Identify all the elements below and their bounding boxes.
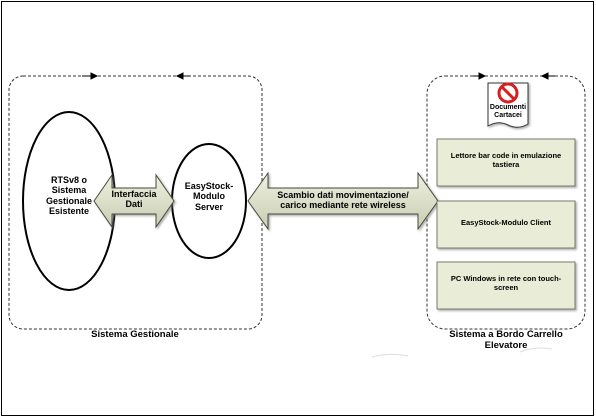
interface-arrow-label: Interfaccia Dati	[111, 189, 157, 210]
client-module-label: EasyStock-Modulo Client	[460, 218, 551, 227]
barcode-reader-box	[436, 138, 576, 187]
right-group-caption: Sistema a Bordo Carrello Elevatore	[449, 329, 563, 351]
barcode-reader-label: Lettore bar code in emulazione tastiera	[450, 151, 562, 169]
rts-node-label: RTSv8 o Sistema Gestionale Esistente	[45, 175, 92, 217]
left-group-container	[8, 75, 263, 330]
right-group-container	[426, 75, 586, 330]
client-module-box	[436, 200, 576, 249]
windows-pc-box	[436, 261, 576, 310]
interface-double-arrow	[93, 173, 175, 229]
right-container-top-arrows	[473, 72, 555, 80]
left-group-caption: Sistema Gestionale	[91, 329, 179, 340]
server-node-label: EasyStock- Modulo Server	[184, 181, 234, 212]
wireless-arrow-label: Scambio dati movimentazione/ carico medi…	[277, 190, 409, 211]
left-container-top-arrows	[82, 72, 190, 80]
document-label: Documenti Cartacei	[489, 104, 527, 120]
windows-pc-label: PC Windows in rete con touch- screen	[450, 274, 562, 292]
decorative-reflection	[371, 347, 553, 358]
no-entry-sign-icon	[497, 82, 519, 104]
